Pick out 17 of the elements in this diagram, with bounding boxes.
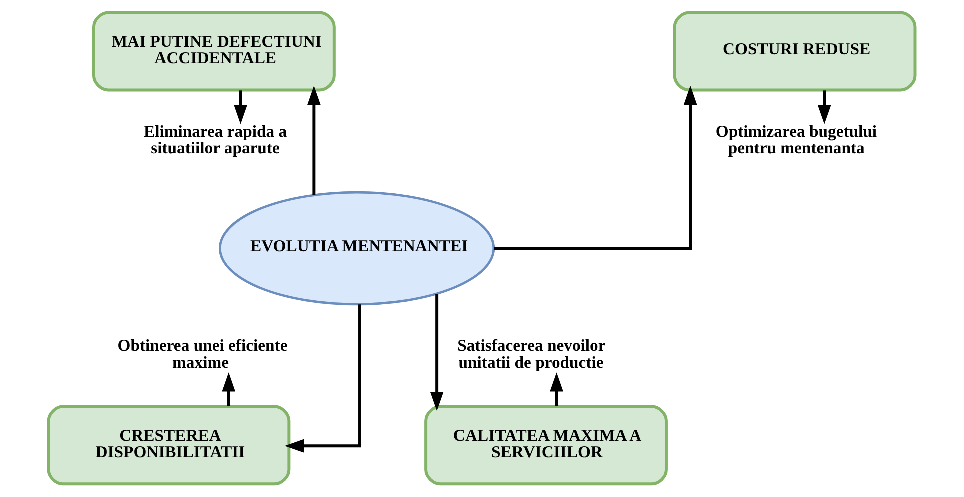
node-box: CALITATEA MAXIMA A SERVICIILOR	[424, 405, 668, 486]
node-box: CRESTEREA DISPONIBILITATII	[47, 405, 291, 486]
node-box: MAI PUTINE DEFECTIUNI ACCIDENTALE	[92, 11, 336, 92]
arrow	[550, 372, 564, 406]
arrow	[308, 86, 321, 196]
arrow	[222, 372, 236, 406]
arrow	[818, 90, 832, 124]
node-ellipse: EVOLUTIA MENTENANTEI	[218, 191, 496, 306]
arrow	[494, 86, 698, 250]
node-box: COSTURI REDUSE	[673, 11, 917, 92]
arrow	[430, 294, 444, 412]
node-text: Satisfacerea nevoilor unitatii de productie	[458, 336, 606, 372]
arrow	[234, 90, 248, 124]
node-text: Eliminarea rapida a situatiilor aparute	[144, 122, 288, 158]
node-text: Obtinerea unei eficiente maxime	[118, 336, 288, 372]
arrow	[284, 304, 362, 453]
node-text: Optimizarea bugetului pentru mentenanta	[716, 122, 878, 158]
